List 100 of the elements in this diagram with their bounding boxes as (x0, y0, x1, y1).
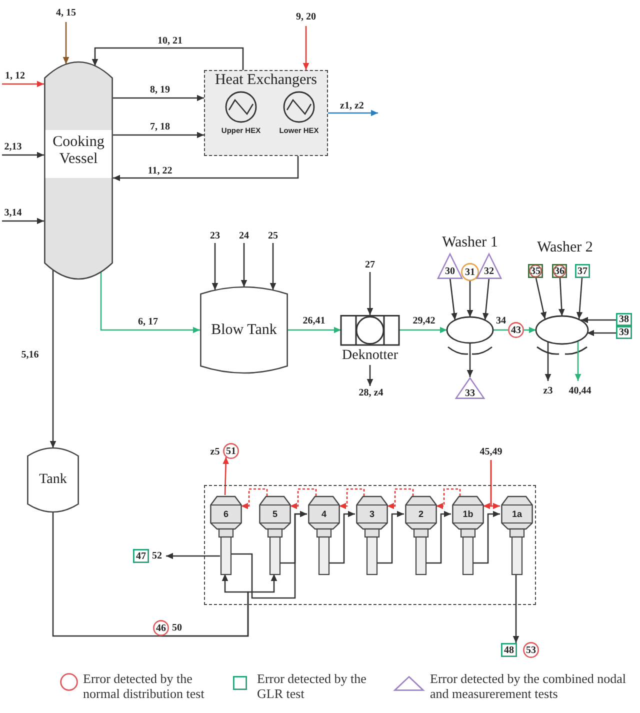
arrow (449, 278, 458, 320)
arrow (113, 132, 204, 138)
edge-label: 24 (238, 230, 250, 242)
arrow (399, 326, 447, 334)
arrow (483, 460, 492, 510)
arrow (544, 342, 552, 381)
evaporator: 1b (452, 495, 484, 575)
dashed-group-box (204, 485, 536, 605)
arrow (241, 488, 268, 510)
arrow (62, 22, 70, 64)
edge-label: 45,49 (478, 446, 504, 458)
arrow (212, 243, 218, 290)
boxed-stream-number: 37 (575, 264, 590, 278)
evaporator: 5 (259, 495, 291, 575)
triangle-stream-number: 33 (455, 377, 485, 399)
edge-label: z1, z2 (339, 100, 365, 112)
arrow (587, 330, 616, 336)
edge-label: 4, 15 (55, 8, 77, 18)
cooking-vessel: Cooking Vessel (44, 62, 113, 279)
stream-label: 52 (151, 550, 163, 562)
arrow (512, 574, 520, 643)
arrow (230, 510, 307, 599)
evaporator: 6 (210, 495, 242, 575)
edge-label: 3,14 (3, 208, 23, 218)
triangle-stream-number: 32 (476, 253, 502, 279)
circled-stream-number: 51 (223, 443, 239, 459)
boxed-circled-stream-number: 35 (528, 264, 543, 278)
circled-stream-number: 31 (461, 263, 479, 281)
edge-label: 7, 18 (149, 122, 171, 132)
arrow (2, 218, 44, 224)
boxed-stream-number: 38 (616, 313, 632, 326)
arrow (436, 488, 461, 510)
edge-label: 29,42 (412, 316, 436, 326)
edge-label: 1, 12 (4, 70, 26, 82)
stream-label: z5 (209, 446, 221, 458)
arrow (387, 488, 414, 510)
legend-label: Error detected by the combined nodal and measurerement tests (430, 671, 628, 701)
edge-label: 40,44 (568, 386, 592, 396)
arrow (376, 510, 404, 564)
circled-stream-number: 53 (523, 642, 539, 658)
stream-label: 50 (171, 622, 183, 634)
evaporator: 2 (405, 495, 437, 575)
arrow (222, 456, 229, 496)
arrow (574, 341, 582, 381)
legend-label: Error detected by the normal distribution test (83, 671, 206, 701)
edge-label: 26,41 (302, 316, 326, 326)
edge-label: z3 (542, 386, 554, 396)
edge-label: 6, 17 (137, 316, 159, 328)
edge-label: 27 (364, 260, 376, 270)
washer-drum (445, 316, 495, 345)
arrow (366, 365, 374, 386)
arrow (466, 343, 474, 377)
dashed-group-box (204, 70, 328, 156)
edge-label: 2,13 (3, 142, 23, 152)
edge-label: 28, z4 (358, 388, 384, 398)
evaporator: 1a (501, 495, 533, 575)
arrow (482, 278, 490, 320)
arrow (535, 278, 547, 320)
edge-label: 8, 19 (149, 84, 171, 96)
edge-label: 23 (209, 230, 221, 242)
arrow (2, 80, 44, 88)
edge-label: 34 (495, 316, 507, 326)
group-title: Heat Exchangers (214, 72, 318, 89)
arrow (366, 272, 374, 315)
blow-tank: Blow Tank (200, 287, 288, 373)
triangle-stream-number: 30 (437, 253, 463, 279)
arrow (425, 510, 451, 564)
arrow (302, 26, 310, 70)
boxed-circled-stream-number: 36 (552, 264, 567, 278)
washer-drum (534, 316, 590, 345)
arrow (166, 552, 220, 560)
boxed-stream-number: 39 (616, 326, 632, 339)
part-label: Washer 1 (442, 234, 498, 252)
evaporator: 3 (356, 495, 388, 575)
arrow (328, 110, 378, 116)
arrow (524, 326, 536, 334)
arrow (581, 316, 616, 324)
boxed-stream-number: 47 (133, 549, 149, 563)
boxed-stream-number: 48 (501, 643, 517, 657)
edge-label: 25 (267, 230, 279, 242)
edge-label: 10, 21 (156, 36, 184, 46)
arrow (161, 574, 278, 637)
arrow (50, 270, 56, 448)
arrow (339, 488, 365, 510)
tank: Tank (27, 448, 79, 512)
arrow (472, 510, 500, 564)
circled-stream-number: 46 (153, 620, 169, 636)
edge-label: 5,16 (20, 350, 40, 360)
circled-stream-number: 43 (508, 322, 524, 338)
arrow (576, 278, 583, 320)
arrow (290, 488, 317, 510)
arrow (113, 156, 299, 182)
connector-line (493, 329, 508, 331)
arrow (270, 243, 276, 290)
arrow (100, 272, 200, 334)
arrow (92, 47, 244, 70)
connector-line (52, 512, 161, 637)
edge-label: 11, 22 (146, 166, 174, 176)
evaporator: 4 (308, 495, 340, 575)
arrow (288, 326, 341, 334)
